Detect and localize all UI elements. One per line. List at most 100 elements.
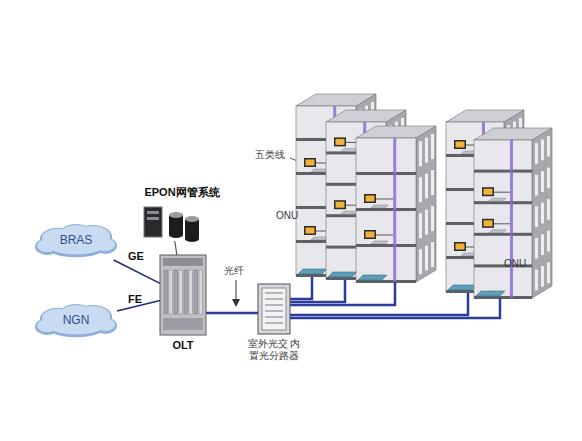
olt-body: [160, 255, 206, 335]
node-outline: [440, 108, 550, 298]
building-window: [419, 141, 422, 166]
pc-monitor: [334, 200, 346, 209]
olt-rack: OLT: [160, 255, 206, 335]
olt-card: [189, 270, 193, 314]
building-window: [431, 242, 434, 267]
building-roof: [474, 128, 552, 140]
disk-top: [169, 212, 183, 218]
floor-slab: [474, 296, 532, 299]
callout-label: 五类线: [255, 148, 285, 162]
callout-label: 光纤: [224, 264, 244, 278]
building-window: [547, 168, 550, 189]
node-label: ONU: [276, 210, 306, 222]
pc-screen: [306, 228, 315, 234]
onu-switch: [448, 285, 477, 290]
building-window: [425, 246, 428, 271]
pc-screen: [366, 232, 375, 238]
building-window: [547, 262, 550, 283]
server-panel: [147, 211, 159, 214]
pc-monitor: [304, 158, 316, 167]
floor-slab: [474, 170, 532, 173]
fiber-branch: [290, 279, 345, 302]
link-label: GE: [128, 250, 144, 262]
onu-switch: [476, 291, 505, 296]
pc-screen: [456, 244, 465, 250]
onu-switch: [328, 272, 357, 277]
cloud-fill: [96, 318, 115, 331]
floor-slab: [356, 208, 416, 211]
olt-top: [163, 258, 203, 266]
building-window: [547, 136, 550, 157]
building-front: [474, 140, 532, 298]
building-window: [541, 203, 544, 224]
building-side: [416, 126, 436, 282]
node-graphic: [160, 255, 206, 335]
pc-monitor: [364, 194, 376, 203]
cabinet-door: [262, 288, 286, 330]
cable-riser: [510, 140, 513, 298]
olt-card: [194, 270, 198, 314]
pc-monitor: [364, 230, 376, 239]
floor-slab: [356, 280, 416, 283]
pc-monitor: [334, 137, 346, 146]
splitter-row: [265, 299, 283, 300]
fiber-branch: [290, 276, 312, 299]
nms-server: EPON网管系统: [142, 205, 202, 241]
link-label: FE: [128, 293, 142, 305]
building-roof: [356, 126, 436, 138]
pc-keyboard: [371, 241, 388, 244]
pc-keyboard: [371, 205, 388, 208]
building-roof: [446, 110, 524, 122]
pc-monitor: [482, 187, 494, 196]
pc-screen: [484, 189, 493, 195]
floor-slab: [356, 172, 416, 175]
building-window: [541, 234, 544, 255]
building-roof: [326, 110, 406, 122]
pc-keyboard: [489, 198, 506, 201]
building-window: [431, 170, 434, 195]
building-group: ONU: [288, 92, 438, 282]
onu-switch: [358, 275, 387, 280]
olt-card: [199, 270, 203, 314]
splitter-cabinet: 室外光交 内置光分路器: [258, 284, 290, 334]
pc-screen: [306, 160, 315, 166]
link-line: [290, 282, 395, 305]
olt-card: [169, 270, 173, 314]
building-window: [419, 213, 422, 238]
node-graphic: [446, 110, 552, 299]
disk-bottom: [185, 236, 199, 242]
building-window: [431, 206, 434, 231]
pc-screen: [366, 196, 375, 202]
link-line: [206, 312, 258, 315]
building-window: [431, 134, 434, 159]
disk-bottom: [169, 232, 183, 238]
pc-screen: [456, 142, 465, 148]
pc-screen: [484, 220, 493, 226]
olt-card: [179, 270, 183, 314]
olt-card: [164, 270, 168, 314]
building-window: [535, 238, 538, 259]
floor-slab: [356, 244, 416, 247]
pc-cable: [494, 223, 510, 224]
fiber-arrowhead: [232, 299, 240, 307]
building-roof: [296, 94, 376, 106]
floor-slab: [474, 233, 532, 236]
building-window: [535, 206, 538, 227]
building-side: [532, 128, 552, 298]
olt-card: [184, 270, 188, 314]
node-graphic: [35, 224, 117, 257]
olt-card: [174, 270, 178, 314]
building-window: [547, 199, 550, 220]
floor-slab: [474, 201, 532, 204]
splitter-row: [265, 293, 283, 294]
splitter-row: [265, 323, 283, 324]
pc-keyboard: [489, 230, 506, 233]
pc-keyboard: [341, 148, 358, 151]
building-front: [356, 138, 416, 282]
pc-screen: [336, 202, 345, 208]
olt-fan: [163, 318, 203, 330]
building-window: [425, 138, 428, 163]
onu-switch: [298, 269, 327, 274]
cloud-fill: [96, 238, 115, 251]
link-line: [175, 241, 177, 255]
